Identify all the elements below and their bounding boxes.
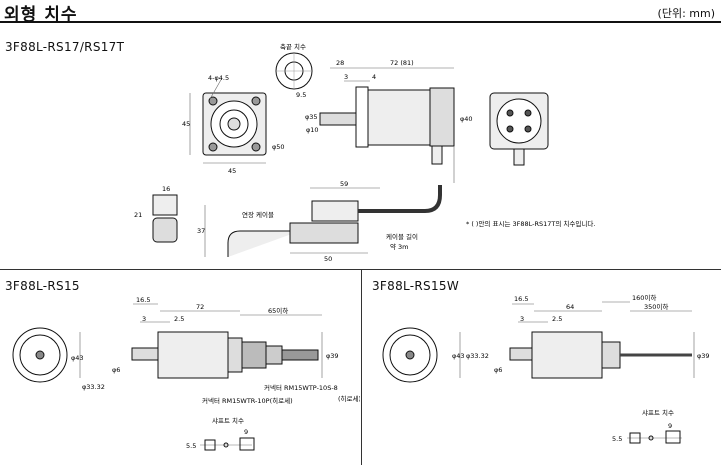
dim-35: φ35 — [305, 113, 318, 121]
dim-40: φ40 — [460, 115, 473, 123]
rs17-side-view — [319, 86, 455, 165]
rs17-shaft-detail — [275, 52, 313, 90]
dim-4: 4 — [372, 73, 376, 81]
rs15w-shaft-detail-label: 샤프트 치수 — [642, 408, 674, 417]
rs15w-dim-5-5: 5.5 — [612, 435, 622, 443]
rs15w-dim-39: φ39 — [697, 352, 710, 360]
ext-cable-label: 연장 케이블 — [242, 210, 274, 219]
rs15-dim-72: 72 — [196, 303, 204, 311]
rs15-dim-39: φ39 — [326, 352, 339, 360]
dim-10: φ10 — [306, 126, 319, 134]
rs15w-side-view — [509, 331, 692, 379]
dim-72: 72 (81) — [390, 59, 414, 67]
rs15-conn-wtr: 커넥터 RM15WTR-10P(히로세) — [202, 396, 293, 405]
rs15w-dim-33-32: φ33.32 — [466, 352, 489, 360]
rs17-front-view — [202, 92, 267, 156]
page-title: 외형 치수 — [4, 5, 78, 25]
model-title-rs15w: 3F88L-RS15W — [372, 279, 460, 293]
rs15w-dim-43: φ43 — [452, 352, 465, 360]
rs15-shaft-detail-label: 샤프트 치수 — [212, 416, 244, 425]
section-divider-vertical — [361, 269, 362, 465]
rs15w-dim-3: 3 — [520, 315, 524, 323]
rs15-dim-16-5: 16.5 — [136, 296, 150, 304]
rs15w-front-view — [382, 327, 438, 383]
rs15-side-view — [131, 331, 319, 379]
dim-9-5: 9.5 — [296, 91, 306, 99]
dim-16: 16 — [162, 185, 170, 193]
section-divider-horizontal — [0, 269, 721, 270]
dim-21: 21 — [134, 211, 142, 219]
model-title-rs15: 3F88L-RS15 — [5, 279, 80, 293]
rs15-dim-5-5: 5.5 — [186, 442, 196, 450]
rs15w-dim-9: 9 — [668, 422, 672, 430]
rs15-shaft-detail — [200, 437, 255, 451]
dim-50: φ50 — [272, 143, 285, 151]
rs15w-dim-350: 350이하 — [644, 302, 668, 311]
rs15w-dim-64: 64 — [566, 303, 574, 311]
dimension-note: * ( )안의 표시는 3F88L-RS17T의 치수입니다. — [466, 219, 595, 228]
rs17-rear-view — [489, 92, 549, 166]
rs15-dim-33-32: φ33.32 — [82, 383, 105, 391]
rs17-cable-assembly — [227, 185, 442, 257]
rs15-dim-6: φ6 — [112, 366, 120, 374]
rs15-front-view — [12, 327, 68, 383]
rs15-dim-2-5: 2.5 — [174, 315, 184, 323]
unit-label: (단위: mm) — [657, 7, 715, 20]
dim-45-v: 45 — [182, 120, 190, 128]
drawing-rs15: 16.5 72 65이하 3 2.5 φ43 φ6 φ33.32 φ39 커넥터… — [12, 296, 360, 451]
rs15-dim-3: 3 — [142, 315, 146, 323]
rs15w-dim-16-5: 16.5 — [514, 295, 528, 303]
rs15w-dim-2-5: 2.5 — [552, 315, 562, 323]
rs15-dim-65: 65이하 — [268, 306, 288, 315]
rs15w-dim-160: 160이하 — [632, 293, 656, 302]
model-title-rs17: 3F88L-RS17/RS17T — [5, 40, 125, 54]
dim-3: 3 — [344, 73, 348, 81]
header-divider — [0, 21, 721, 23]
cable-length-value: 약 3m — [390, 242, 409, 251]
shaft-detail-label-rs17: 축끝 치수 — [280, 42, 306, 51]
drawing-rs15w: 16.5 64 160이하 350이하 3 2.5 φ43 φ33.32 φ6 … — [382, 293, 710, 444]
rs15-conn-wtp: 커넥터 RM15WTP-10S-8 — [264, 383, 338, 392]
cable-length-label: 케이블 길이 — [386, 232, 418, 241]
dim-45-h: 45 — [228, 167, 236, 175]
rs17-connector-small — [152, 194, 178, 243]
dim-59: 59 — [340, 180, 348, 188]
dim-28: 28 — [336, 59, 344, 67]
rs15w-dim-6: φ6 — [494, 366, 502, 374]
rs15-dim-43: φ43 — [71, 354, 84, 362]
dim-37: 37 — [197, 227, 205, 235]
rs15-conn-wtp-sub: (히로세) — [338, 394, 360, 403]
dim-50b: 50 — [324, 255, 332, 263]
rs15-dim-9: 9 — [244, 428, 248, 436]
rs15w-shaft-detail — [627, 430, 682, 444]
dim-hole: 4-φ4.5 — [208, 74, 229, 82]
drawing-rs17: 45 45 4-φ4.5 φ50 축끝 치수 9.5 28 72 (81) 3 … — [134, 42, 595, 263]
